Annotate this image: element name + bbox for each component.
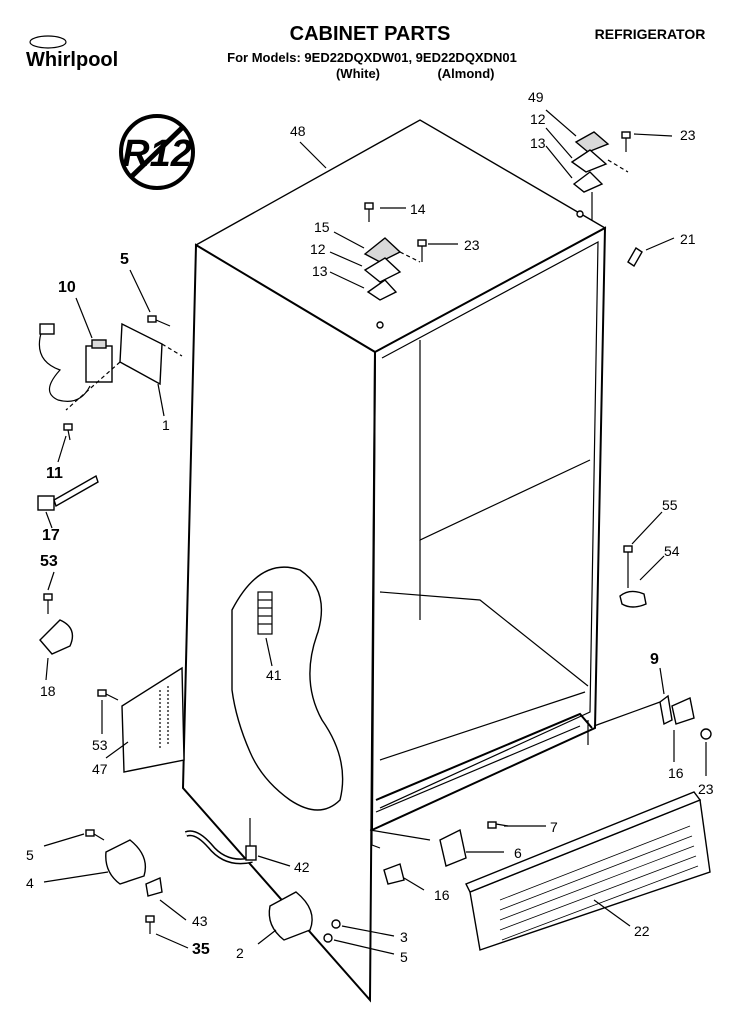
- right-top-hinge: [570, 131, 631, 220]
- callout-14: 14: [410, 201, 426, 217]
- callout-12-center: 12: [310, 241, 326, 257]
- toe-grille-22: [465, 791, 711, 951]
- tube-clamp-18: [39, 593, 74, 655]
- callout-16-center: 16: [434, 887, 450, 903]
- callout-9: 9: [650, 651, 659, 668]
- callout-5-top-left: 5: [120, 251, 129, 268]
- bracket-part-54: [619, 545, 647, 608]
- callout-1: 1: [162, 417, 170, 433]
- callout-17: 17: [42, 527, 60, 544]
- drain-tube-42: [184, 818, 257, 865]
- callout-13-center: 13: [312, 263, 328, 279]
- callout-21: 21: [680, 231, 696, 247]
- callout-10: 10: [58, 279, 76, 296]
- rear-roller-4: [85, 829, 163, 934]
- callout-22: 22: [634, 923, 650, 939]
- leveling-bracket-9: [593, 694, 712, 740]
- callout-leaders: [43, 109, 707, 955]
- callout-41: 41: [266, 667, 282, 683]
- callout-48: 48: [290, 123, 306, 139]
- callout-3: 3: [400, 929, 408, 945]
- r12-prohibited-badge: R12: [119, 114, 195, 190]
- callout-6: 6: [514, 845, 522, 861]
- clip-part-21: [627, 247, 643, 267]
- callout-53-lower: 53: [92, 737, 108, 753]
- callout-23-top-right: 23: [680, 127, 696, 143]
- models-line: For Models: 9ED22DQXDW01, 9ED22DQXDN01: [227, 50, 517, 65]
- callout-7: 7: [550, 819, 558, 835]
- callout-numbers: 48 49 12 13 23 14 15 12 23 13 21 5 10 1 …: [26, 89, 714, 965]
- cabinet-shell: [181, 119, 607, 1003]
- callout-54: 54: [664, 543, 680, 559]
- callout-15: 15: [314, 219, 330, 235]
- transformer-assembly: [38, 315, 183, 441]
- callout-23-center: 23: [464, 237, 480, 253]
- callout-42: 42: [294, 859, 310, 875]
- brand-logo-text: Whirlpool: [26, 49, 118, 71]
- callout-4: 4: [26, 875, 34, 891]
- callout-13-top-right: 13: [530, 135, 546, 151]
- callout-12-top-right: 12: [530, 111, 546, 127]
- callout-11: 11: [46, 465, 63, 482]
- color-almond-label: (Almond): [437, 66, 494, 81]
- category-label: REFRIGERATOR: [595, 26, 706, 42]
- callout-18: 18: [40, 683, 56, 699]
- callout-16-right: 16: [668, 765, 684, 781]
- rear-cover-47: [97, 666, 185, 773]
- callout-53-left: 53: [40, 553, 58, 570]
- callout-35: 35: [192, 941, 210, 958]
- callout-55: 55: [662, 497, 678, 513]
- callout-47: 47: [92, 761, 108, 777]
- cable-tie-17: [37, 474, 99, 511]
- page-title: CABINET PARTS: [290, 23, 451, 45]
- center-top-hinge: [363, 202, 427, 329]
- door-bracket-6: [383, 821, 509, 885]
- callout-5-bottom-left: 5: [26, 847, 34, 863]
- callout-5-bottom-center: 5: [400, 949, 408, 965]
- whirlpool-logo: Whirlpool: [26, 35, 118, 71]
- callout-23-right: 23: [698, 781, 714, 797]
- callout-2: 2: [236, 945, 244, 961]
- callout-43: 43: [192, 913, 208, 929]
- color-white-label: (White): [336, 66, 380, 81]
- callout-49: 49: [528, 89, 544, 105]
- front-roller-2: [268, 891, 341, 943]
